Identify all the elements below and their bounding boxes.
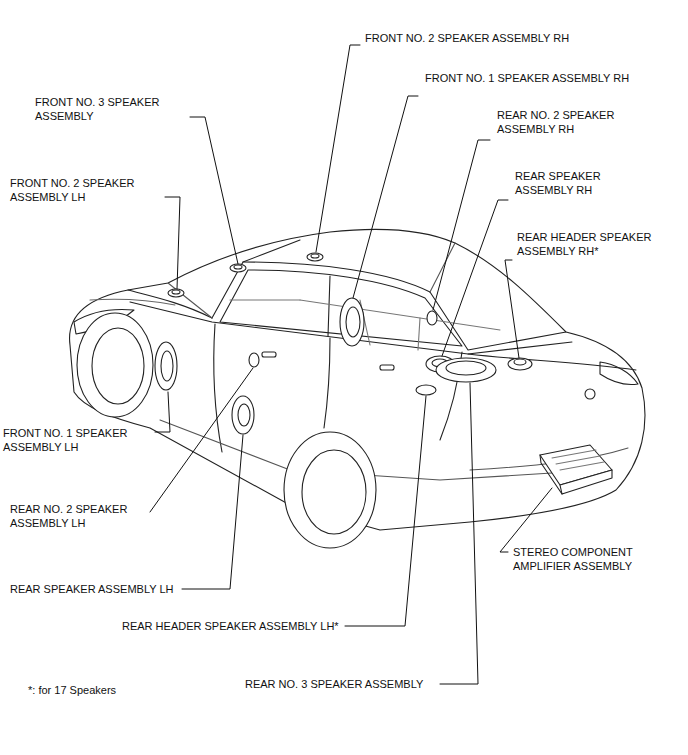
- line-art: [328, 276, 330, 336]
- line-art: [182, 435, 243, 589]
- part-label: FRONT NO. 3 SPEAKER ASSEMBLY: [35, 95, 175, 123]
- part-label: REAR NO. 2 SPEAKER ASSEMBLY LH: [10, 502, 150, 530]
- line-art: [436, 358, 496, 382]
- line-art: [214, 324, 222, 452]
- line-art: [172, 290, 180, 294]
- line-art: [345, 396, 426, 626]
- part-label: REAR SPEAKER ASSEMBLY RH: [515, 169, 615, 197]
- line-art: [160, 420, 600, 480]
- part-label: REAR SPEAKER ASSEMBLY LH: [10, 582, 173, 596]
- line-art: [560, 470, 612, 494]
- line-art: [430, 292, 566, 350]
- part-label: REAR NO. 2 SPEAKER ASSEMBLY RH: [497, 108, 637, 136]
- line-art: [446, 361, 486, 375]
- line-art: [600, 362, 638, 385]
- line-art: [284, 432, 376, 548]
- line-art: [552, 450, 604, 470]
- line-art: [212, 240, 300, 318]
- part-label: REAR HEADER SPEAKER ASSEMBLY LH*: [122, 619, 339, 633]
- line-art: [500, 488, 552, 552]
- line-art: [234, 265, 242, 269]
- line-art: [346, 307, 360, 337]
- line-art: [316, 45, 360, 252]
- line-art: [505, 260, 519, 358]
- line-art: [440, 383, 478, 684]
- amplifier: [540, 445, 612, 494]
- line-art: [324, 338, 330, 428]
- line-art: [150, 368, 253, 512]
- line-art: [353, 96, 418, 298]
- line-art: [416, 385, 436, 395]
- part-label: FRONT NO. 2 SPEAKER ASSEMBLY LH: [10, 176, 160, 204]
- line-art: [77, 313, 153, 417]
- line-art: [540, 455, 562, 494]
- line-art: [220, 270, 462, 346]
- line-art: [249, 353, 259, 367]
- part-label: REAR HEADER SPEAKER ASSEMBLY RH*: [517, 230, 682, 258]
- line-art: [165, 197, 180, 289]
- line-art: [302, 450, 366, 534]
- line-art: [238, 404, 250, 426]
- line-art: [243, 262, 430, 292]
- line-art: [161, 351, 173, 381]
- line-art: [433, 140, 490, 310]
- part-label: FRONT NO. 1 SPEAKER ASSEMBLY LH: [3, 426, 143, 454]
- line-art: [380, 365, 394, 370]
- line-art: [307, 253, 323, 261]
- line-art: [300, 300, 500, 330]
- line-art: [230, 299, 300, 300]
- line-art: [92, 328, 144, 404]
- line-art: [311, 254, 319, 258]
- line-art: [168, 289, 184, 297]
- part-label: FRONT NO. 1 SPEAKER ASSEMBLY RH: [425, 71, 629, 85]
- leader-lines: [150, 45, 552, 684]
- part-label: FRONT NO. 2 SPEAKER ASSEMBLY RH: [365, 31, 569, 45]
- line-art: [585, 389, 595, 399]
- line-art: [155, 392, 170, 432]
- speakers: [155, 253, 532, 434]
- line-art: [230, 264, 246, 272]
- line-art: [508, 358, 532, 370]
- part-label: REAR NO. 3 SPEAKER ASSEMBLY: [245, 677, 423, 691]
- line-art: [262, 352, 276, 357]
- line-art: [430, 243, 455, 292]
- line-art: [190, 117, 238, 264]
- line-art: [442, 200, 508, 356]
- line-art: [418, 318, 420, 350]
- line-art: [155, 342, 177, 390]
- line-art: [514, 359, 526, 365]
- line-art: [232, 396, 254, 434]
- part-label: *: for 17 Speakers: [28, 683, 116, 697]
- line-art: [340, 298, 364, 346]
- part-label: STEREO COMPONENT AMPLIFIER ASSEMBLY: [513, 545, 663, 573]
- line-art: [427, 311, 437, 325]
